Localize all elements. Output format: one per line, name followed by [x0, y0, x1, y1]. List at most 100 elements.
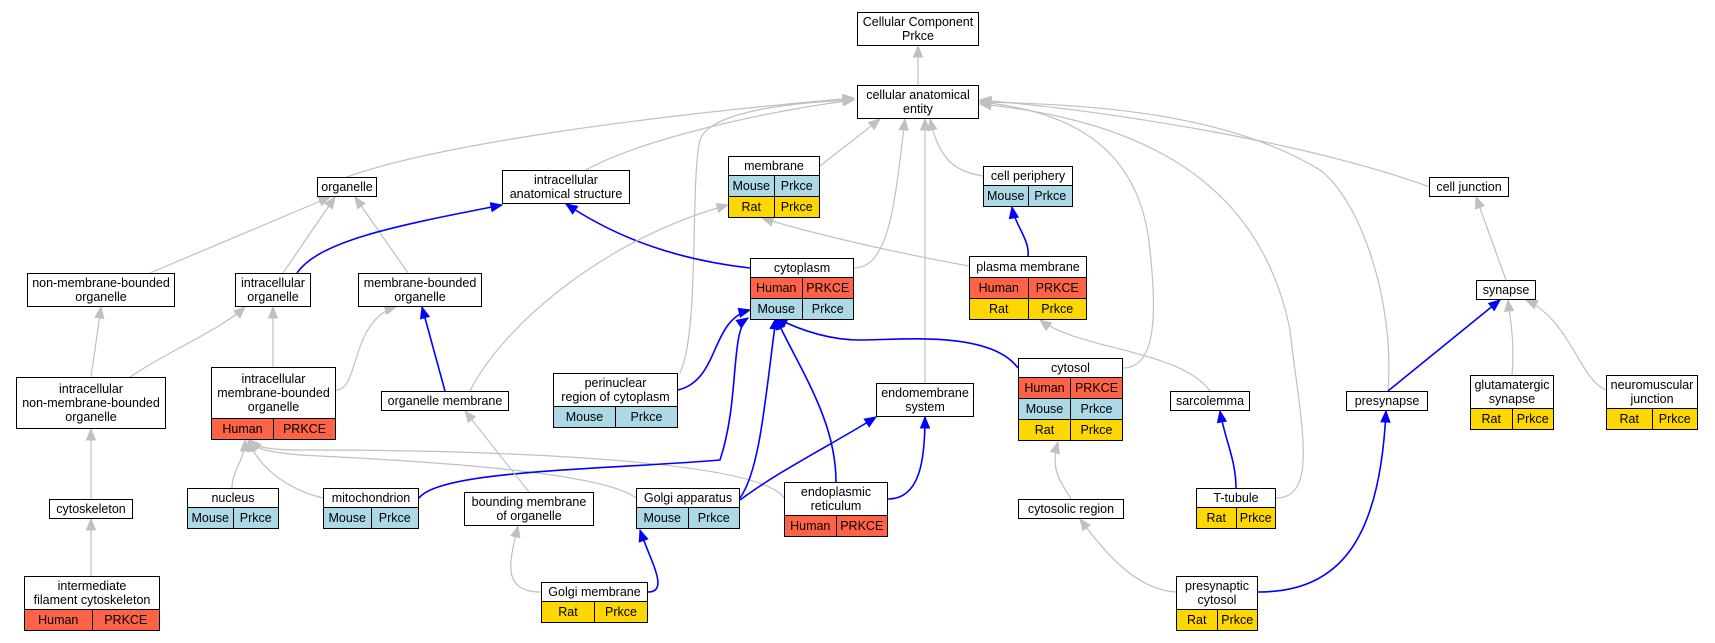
- node-root[interactable]: Cellular Component Prkce: [857, 12, 979, 46]
- species-cell: Human: [25, 610, 92, 630]
- node-inmbo[interactable]: intracellular non-membrane-bounded organ…: [16, 377, 166, 429]
- edge-mito-to-cytoplasm: [418, 317, 750, 499]
- species-cell: Mouse: [751, 299, 802, 319]
- species-cell: Mouse: [729, 176, 774, 196]
- edge-presynapse-to-cae: [978, 96, 1390, 392]
- species-cell: Mouse: [984, 186, 1028, 206]
- node-label: sarcolemma: [1170, 391, 1250, 411]
- node-bmo[interactable]: bounding membrane of organelle: [464, 492, 594, 526]
- node-celljunction[interactable]: cell junction: [1429, 177, 1509, 197]
- node-label: neuromuscular junction: [1606, 375, 1698, 409]
- species-cell: Human: [970, 278, 1028, 298]
- species-cell: Rat: [1019, 420, 1070, 440]
- node-organelle[interactable]: organelle: [317, 177, 377, 197]
- edge-cytoskeleton-to-inmbo: [85, 427, 97, 499]
- node-label: intracellular membrane-bounded organelle: [211, 367, 336, 419]
- node-sarcolemma[interactable]: sarcolemma: [1170, 391, 1250, 411]
- species-cell: Rat: [1197, 508, 1236, 528]
- node-synapse[interactable]: synapse: [1476, 280, 1536, 300]
- edge-imbo-to-intorg: [267, 305, 279, 367]
- node-nmbo[interactable]: non-membrane-bounded organelle: [27, 273, 175, 307]
- node-label: organelle membrane: [381, 391, 509, 411]
- node-label: presynapse: [1346, 391, 1428, 411]
- node-presynapse[interactable]: presynapse: [1346, 391, 1428, 411]
- edge-nmbo-to-organelle: [149, 196, 332, 274]
- edge-orgmem-to-mbo: [419, 305, 446, 392]
- edge-mbo-to-organelle: [354, 195, 409, 274]
- node-cytoreg[interactable]: cytosolic region: [1018, 499, 1124, 519]
- gene-cell: Prkce: [594, 602, 647, 622]
- edge-presynapse-to-synapse: [1387, 299, 1502, 392]
- edge-glutsyn-to-synapse: [1503, 298, 1515, 376]
- node-endomem[interactable]: endomembrane system: [876, 383, 974, 417]
- edge-ifc-to-cytoskeleton: [85, 517, 97, 576]
- edge-golgimem-to-golgi: [638, 528, 659, 593]
- node-imbo[interactable]: intracellular membrane-bounded organelle…: [211, 367, 336, 440]
- species-cell: Mouse: [554, 407, 615, 427]
- node-orgmem[interactable]: organelle membrane: [381, 391, 509, 411]
- node-label: endomembrane system: [876, 383, 974, 417]
- node-label: intracellular anatomical structure: [502, 170, 630, 204]
- edge-presyncyto-to-presynapse: [1257, 409, 1391, 593]
- edge-inmbo-to-intorg: [129, 306, 246, 378]
- edge-golgi-to-endomem: [739, 416, 878, 501]
- species-cell: Rat: [1471, 409, 1512, 429]
- node-mbo[interactable]: membrane-bounded organelle: [358, 273, 482, 307]
- gene-cell: Prkce: [773, 197, 819, 217]
- edge-cellperiph-to-cae: [927, 117, 984, 177]
- node-label: synapse: [1476, 280, 1536, 300]
- node-intorg[interactable]: intracellular organelle: [235, 273, 311, 307]
- node-label: non-membrane-bounded organelle: [27, 273, 175, 307]
- gene-cell: PRKCE: [835, 516, 887, 536]
- species-cell: Mouse: [324, 508, 371, 528]
- edge-cytoplasm-to-ias: [564, 203, 751, 269]
- gene-cell: PRKCE: [91, 610, 159, 630]
- edge-membrane-to-cae: [819, 118, 882, 167]
- gene-cell: Prkce: [1027, 186, 1072, 206]
- node-cae[interactable]: cellular anatomical entity: [857, 85, 979, 119]
- edge-inmbo-to-nmbo: [90, 305, 105, 378]
- edge-nucleus-to-imbo: [231, 438, 251, 489]
- node-label: presynaptic cytosol: [1176, 576, 1258, 610]
- node-label: membrane-bounded organelle: [358, 273, 482, 307]
- node-label: mitochondrion: [323, 488, 419, 508]
- edge-nmj-to-synapse: [1524, 299, 1607, 391]
- gene-cell: PRKCE: [273, 419, 335, 439]
- node-ias[interactable]: intracellular anatomical structure: [502, 170, 630, 204]
- edge-sarcolemma-to-plasmamem: [1038, 319, 1211, 392]
- gene-cell: Prkce: [773, 176, 819, 196]
- edge-cytosol-to-cae: [978, 97, 1154, 369]
- edge-er-to-endomem: [887, 415, 931, 500]
- node-label: endoplasmic reticulum: [784, 482, 888, 516]
- node-cytoskeleton[interactable]: cytoskeleton: [49, 499, 133, 519]
